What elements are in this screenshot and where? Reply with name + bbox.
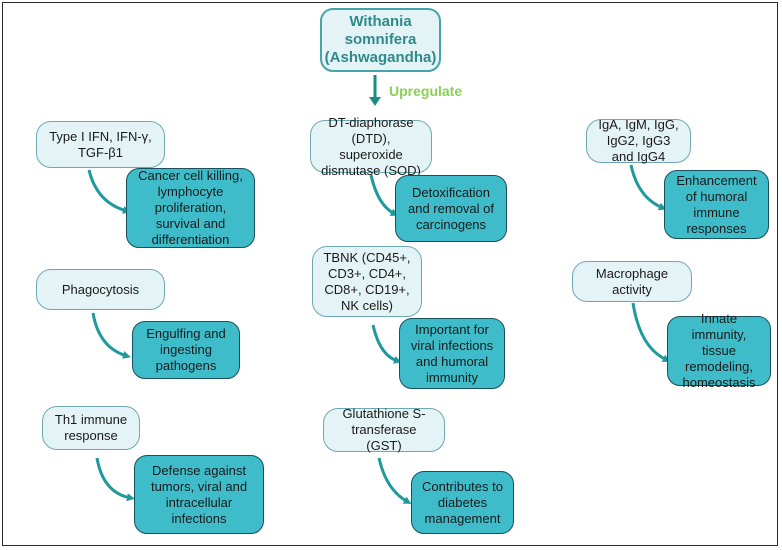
- effect-text: Important for viral infections and humor…: [410, 321, 494, 385]
- cause-box-th1-response: Th1 immune response: [42, 406, 140, 450]
- effect-text: Contributes to diabetes management: [422, 478, 503, 526]
- cause-text: Glutathione S-transferase (GST): [342, 406, 426, 453]
- arrows-layer: [87, 75, 671, 504]
- effect-text: Cancer cell killing, lymphocyte prolifer…: [138, 168, 243, 247]
- curved-arrow-c2r3: [377, 457, 412, 504]
- curved-arrow-c2r1: [369, 174, 399, 216]
- curved-arrow-c1r1: [87, 169, 131, 214]
- effect-box-innate-immunity: Innate immunity, tissue remodeling, home…: [667, 311, 771, 390]
- cause-box-macrophage-activity: Macrophage activity: [572, 261, 692, 302]
- curved-arrow-c3r2: [631, 302, 671, 363]
- cause-box-phagocytosis: Phagocytosis: [36, 269, 165, 310]
- title-text: Withania somnifera (Ashwagandha): [324, 13, 437, 66]
- cause-box-tbnk: TBNK (CD45+, CD3+, CD4+, CD8+, CD19+, NK…: [312, 246, 422, 317]
- curved-arrow-c1r3: [95, 457, 135, 502]
- effect-box-cancer-cell-killing: Cancer cell killing, lymphocyte prolifer…: [126, 168, 255, 248]
- effect-box-humoral-responses: Enhancement of humoral immune responses: [664, 170, 769, 239]
- effect-text: Detoxification and removal of carcinogen…: [408, 184, 494, 232]
- effect-box-defense-against-tumors: Defense against tumors, viral and intrac…: [134, 455, 264, 534]
- upregulate-label: Upregulate: [389, 83, 463, 99]
- effect-text: Innate immunity, tissue remodeling, home…: [682, 311, 756, 390]
- cause-box-type-i-ifn: Type I IFN, IFN-γ, TGF-β1: [36, 121, 165, 168]
- effect-text: Defense against tumors, viral and intrac…: [150, 462, 248, 526]
- cause-box-dt-diaphorase: DT-diaphorase (DTD), superoxide dismutas…: [310, 115, 432, 178]
- effect-text: Enhancement of humoral immune responses: [676, 172, 757, 236]
- effect-box-viral-infections: Important for viral infections and humor…: [399, 318, 505, 389]
- curved-arrow-c1r2: [91, 312, 131, 359]
- cause-text: IgA, IgM, IgG, IgG2, IgG3 and IgG4: [598, 117, 679, 164]
- cause-box-gst: Glutathione S-transferase (GST): [323, 406, 445, 453]
- cause-text: Th1 immune response: [54, 412, 128, 443]
- cause-text: DT-diaphorase (DTD), superoxide dismutas…: [321, 114, 421, 178]
- cause-text: Phagocytosis: [61, 281, 140, 297]
- upregulate-arrow: [369, 75, 381, 106]
- curved-arrow-c2r2: [371, 324, 402, 364]
- cause-text: Type I IFN, IFN-γ, TGF-β1: [49, 128, 152, 160]
- cause-text: TBNK (CD45+, CD3+, CD4+, CD8+, CD19+, NK…: [323, 249, 411, 313]
- cause-text: Macrophage activity: [595, 265, 669, 297]
- effect-box-engulfing-pathogens: Engulfing and ingesting pathogens: [132, 321, 240, 379]
- effect-text: Engulfing and ingesting pathogens: [146, 326, 226, 373]
- effect-box-detoxification: Detoxification and removal of carcinogen…: [395, 175, 507, 242]
- curved-arrow-c3r1: [629, 164, 667, 211]
- cause-box-immunoglobulins: IgA, IgM, IgG, IgG2, IgG3 and IgG4: [586, 117, 691, 164]
- title-box: Withania somnifera (Ashwagandha): [320, 8, 441, 72]
- effect-box-diabetes-management: Contributes to diabetes management: [411, 471, 514, 534]
